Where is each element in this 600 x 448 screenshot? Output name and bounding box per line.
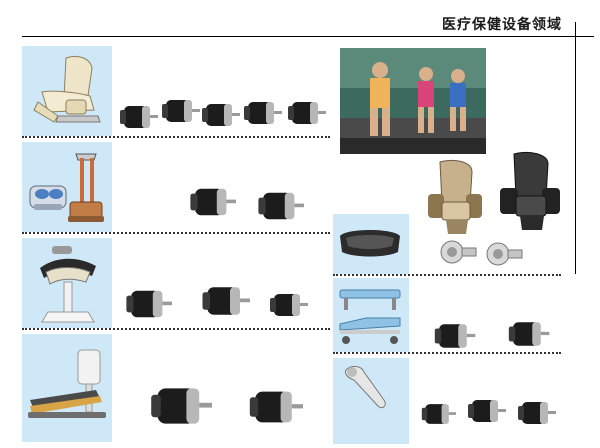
pump-unit-image — [486, 242, 523, 266]
motor-image — [249, 391, 303, 423]
separator — [333, 274, 561, 276]
handheld-massager-image — [345, 365, 386, 409]
separator — [333, 352, 561, 354]
foot-massager-image — [29, 185, 67, 210]
motor-image — [190, 188, 236, 216]
treadmill-runners-image — [340, 48, 486, 154]
riding-machine-image — [40, 246, 96, 323]
separator — [22, 136, 330, 138]
motor-image — [508, 322, 550, 346]
separator — [22, 328, 330, 330]
motor-image — [468, 400, 506, 422]
motor-image — [120, 106, 158, 128]
massage-chair-image — [33, 55, 101, 123]
motor-image — [258, 192, 304, 220]
motor-image — [151, 388, 212, 424]
motor-image — [421, 404, 456, 424]
motor-image — [126, 290, 172, 318]
motor-image — [288, 102, 326, 124]
motor-image — [518, 402, 556, 424]
page-title: 医疗保健设备领域 — [442, 17, 562, 33]
vibration-plate-image — [68, 153, 104, 222]
pump-unit-image — [440, 240, 477, 264]
massage-chair-beige-image — [428, 159, 482, 234]
rehab-treadmill-image — [28, 349, 106, 418]
motor-image — [434, 324, 476, 348]
top-rule — [22, 36, 594, 37]
motor-image — [202, 104, 240, 126]
motor-image — [162, 100, 200, 122]
massage-chair-black-image — [500, 151, 560, 230]
motor-image — [244, 102, 282, 124]
medical-bed-image — [339, 289, 401, 344]
eye-massager-image — [340, 230, 400, 257]
motor-image — [202, 287, 250, 315]
motor-image — [270, 294, 308, 316]
right-rule — [575, 22, 576, 274]
separator — [22, 232, 330, 234]
